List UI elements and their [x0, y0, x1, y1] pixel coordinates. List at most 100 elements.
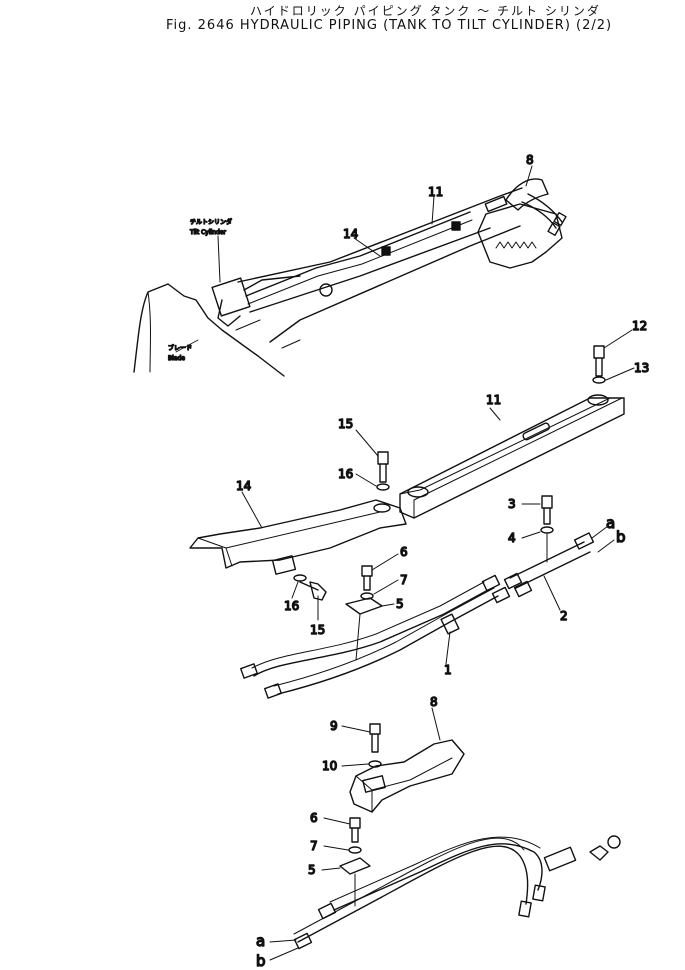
frame-boss-left — [407, 486, 429, 498]
callout-15-a: 15 — [338, 417, 353, 431]
figure-title-japanese: ハイドロリック パイピング タンク ～ チルト シリンダ — [250, 4, 601, 18]
lower-hose-fitting-b — [317, 902, 337, 920]
callout-13: 13 — [634, 361, 649, 375]
frame-11-edge — [413, 397, 623, 519]
bolt-15-b — [299, 581, 327, 601]
leader-13 — [605, 367, 635, 381]
leader-7-a — [373, 579, 399, 595]
leader-15-a — [355, 429, 379, 457]
tilt-cylinder-pin — [319, 283, 333, 297]
lower-plug-cap — [607, 835, 621, 849]
lower-hose-a-inner — [293, 837, 525, 935]
lower-hose-fitting-a — [293, 932, 313, 950]
bolt-3 — [541, 495, 553, 525]
connection-b-bottom: b — [256, 952, 266, 970]
clamp-drop-a — [355, 613, 361, 661]
pipe-2 — [509, 541, 591, 589]
leader-9 — [341, 725, 371, 733]
leader-4 — [521, 531, 541, 539]
callout-15-b: 15 — [310, 623, 325, 637]
leader-6-b — [323, 817, 351, 825]
leader-5-b — [321, 867, 341, 871]
leader-tilt-cyl — [217, 235, 221, 283]
overview-callouts: 8 11 14 チルトシリンダ Tilt Cylinder ブレード Blade — [167, 152, 534, 362]
callout-1: 1 — [444, 663, 452, 677]
lower-callouts: 8 9 10 6 7 5 a b — [255, 694, 438, 970]
callout-3: 3 — [508, 497, 516, 511]
cylinder-pipe-2 — [247, 219, 473, 305]
connection-b-top: b — [616, 528, 626, 546]
leader-5-a — [381, 603, 395, 607]
top-cover — [505, 178, 549, 211]
arrow-a-top — [591, 525, 609, 539]
callout-8-top: 8 — [526, 153, 534, 167]
callout-2: 2 — [560, 609, 568, 623]
washer-13 — [592, 376, 606, 384]
tilt-cylinder-rod — [217, 275, 301, 327]
callout-16-a: 16 — [338, 467, 353, 481]
leader-11 — [489, 407, 501, 421]
callout-14-top: 14 — [343, 227, 358, 241]
hose-1-lower — [277, 595, 499, 695]
leader-8-top — [525, 165, 533, 187]
toothed-guard — [477, 203, 563, 269]
callout-11: 11 — [486, 393, 501, 407]
lower-hose-b-inner — [329, 836, 541, 903]
connection-a-bottom: a — [256, 932, 265, 950]
hose-1-upper-b — [251, 581, 485, 669]
arrow-a-bottom — [269, 939, 297, 943]
blade-label-leader — [175, 339, 199, 353]
bolt-15-a — [377, 451, 389, 483]
bracket-block — [271, 555, 297, 575]
leader-1 — [445, 631, 451, 665]
frame-11-top — [399, 397, 611, 495]
callout-10: 10 — [322, 759, 337, 773]
frame-slot — [522, 422, 551, 441]
pipe-2-fitting-c — [513, 580, 533, 598]
frame-boss-right — [587, 394, 609, 406]
lower-plug — [589, 845, 609, 861]
callout-7-b: 7 — [310, 839, 318, 853]
hose-end-4 — [491, 586, 511, 604]
bracket-boss — [373, 503, 391, 513]
pipe-2-fitting-a — [573, 532, 595, 550]
washer-16-b — [293, 574, 307, 582]
callout-4: 4 — [508, 531, 516, 545]
arm-far-edge — [269, 225, 521, 343]
bolt-6-a — [361, 565, 373, 591]
pipe-clamp-b — [451, 221, 461, 231]
top-hose-end-b — [547, 221, 561, 237]
arm-lower-edge — [249, 227, 491, 313]
callout-14: 14 — [236, 479, 251, 493]
figure-title-english: Fig. 2646 HYDRAULIC PIPING (TANK TO TILT… — [166, 18, 613, 33]
pipe-2-fitting-b — [503, 572, 523, 590]
leader-7-b — [323, 845, 349, 851]
callout-16-b: 16 — [284, 599, 299, 613]
bracket-14 — [189, 499, 407, 569]
exploded-callouts: 12 13 11 15 16 14 3 4 6 7 5 16 15 2 1 a … — [235, 318, 650, 677]
callout-6-a: 6 — [400, 545, 408, 559]
washer-4 — [540, 526, 554, 534]
pipe-coupling — [484, 195, 508, 213]
top-hoses — [521, 193, 563, 229]
cover-8-block — [362, 775, 386, 793]
exploded-frame — [189, 329, 635, 699]
leader-16-a — [355, 473, 377, 487]
lower-hose-a — [297, 845, 529, 943]
lower-sleeve — [543, 846, 577, 872]
hose-sleeve — [440, 613, 460, 635]
top-hose-end-a — [553, 211, 567, 227]
bolt-12 — [593, 345, 605, 377]
connection-a-top: a — [606, 514, 615, 532]
leader-12 — [603, 329, 633, 349]
tilt-cylinder-label-en: Tilt Cylinder — [189, 229, 226, 236]
hose-end-1 — [240, 663, 258, 679]
leader-14 — [241, 491, 263, 529]
frame-11 — [399, 397, 625, 519]
cover-8 — [349, 739, 465, 813]
callout-5-b: 5 — [308, 863, 316, 877]
blade-edge — [147, 291, 151, 373]
guard-teeth — [495, 241, 537, 249]
callout-11-top: 11 — [428, 185, 443, 199]
